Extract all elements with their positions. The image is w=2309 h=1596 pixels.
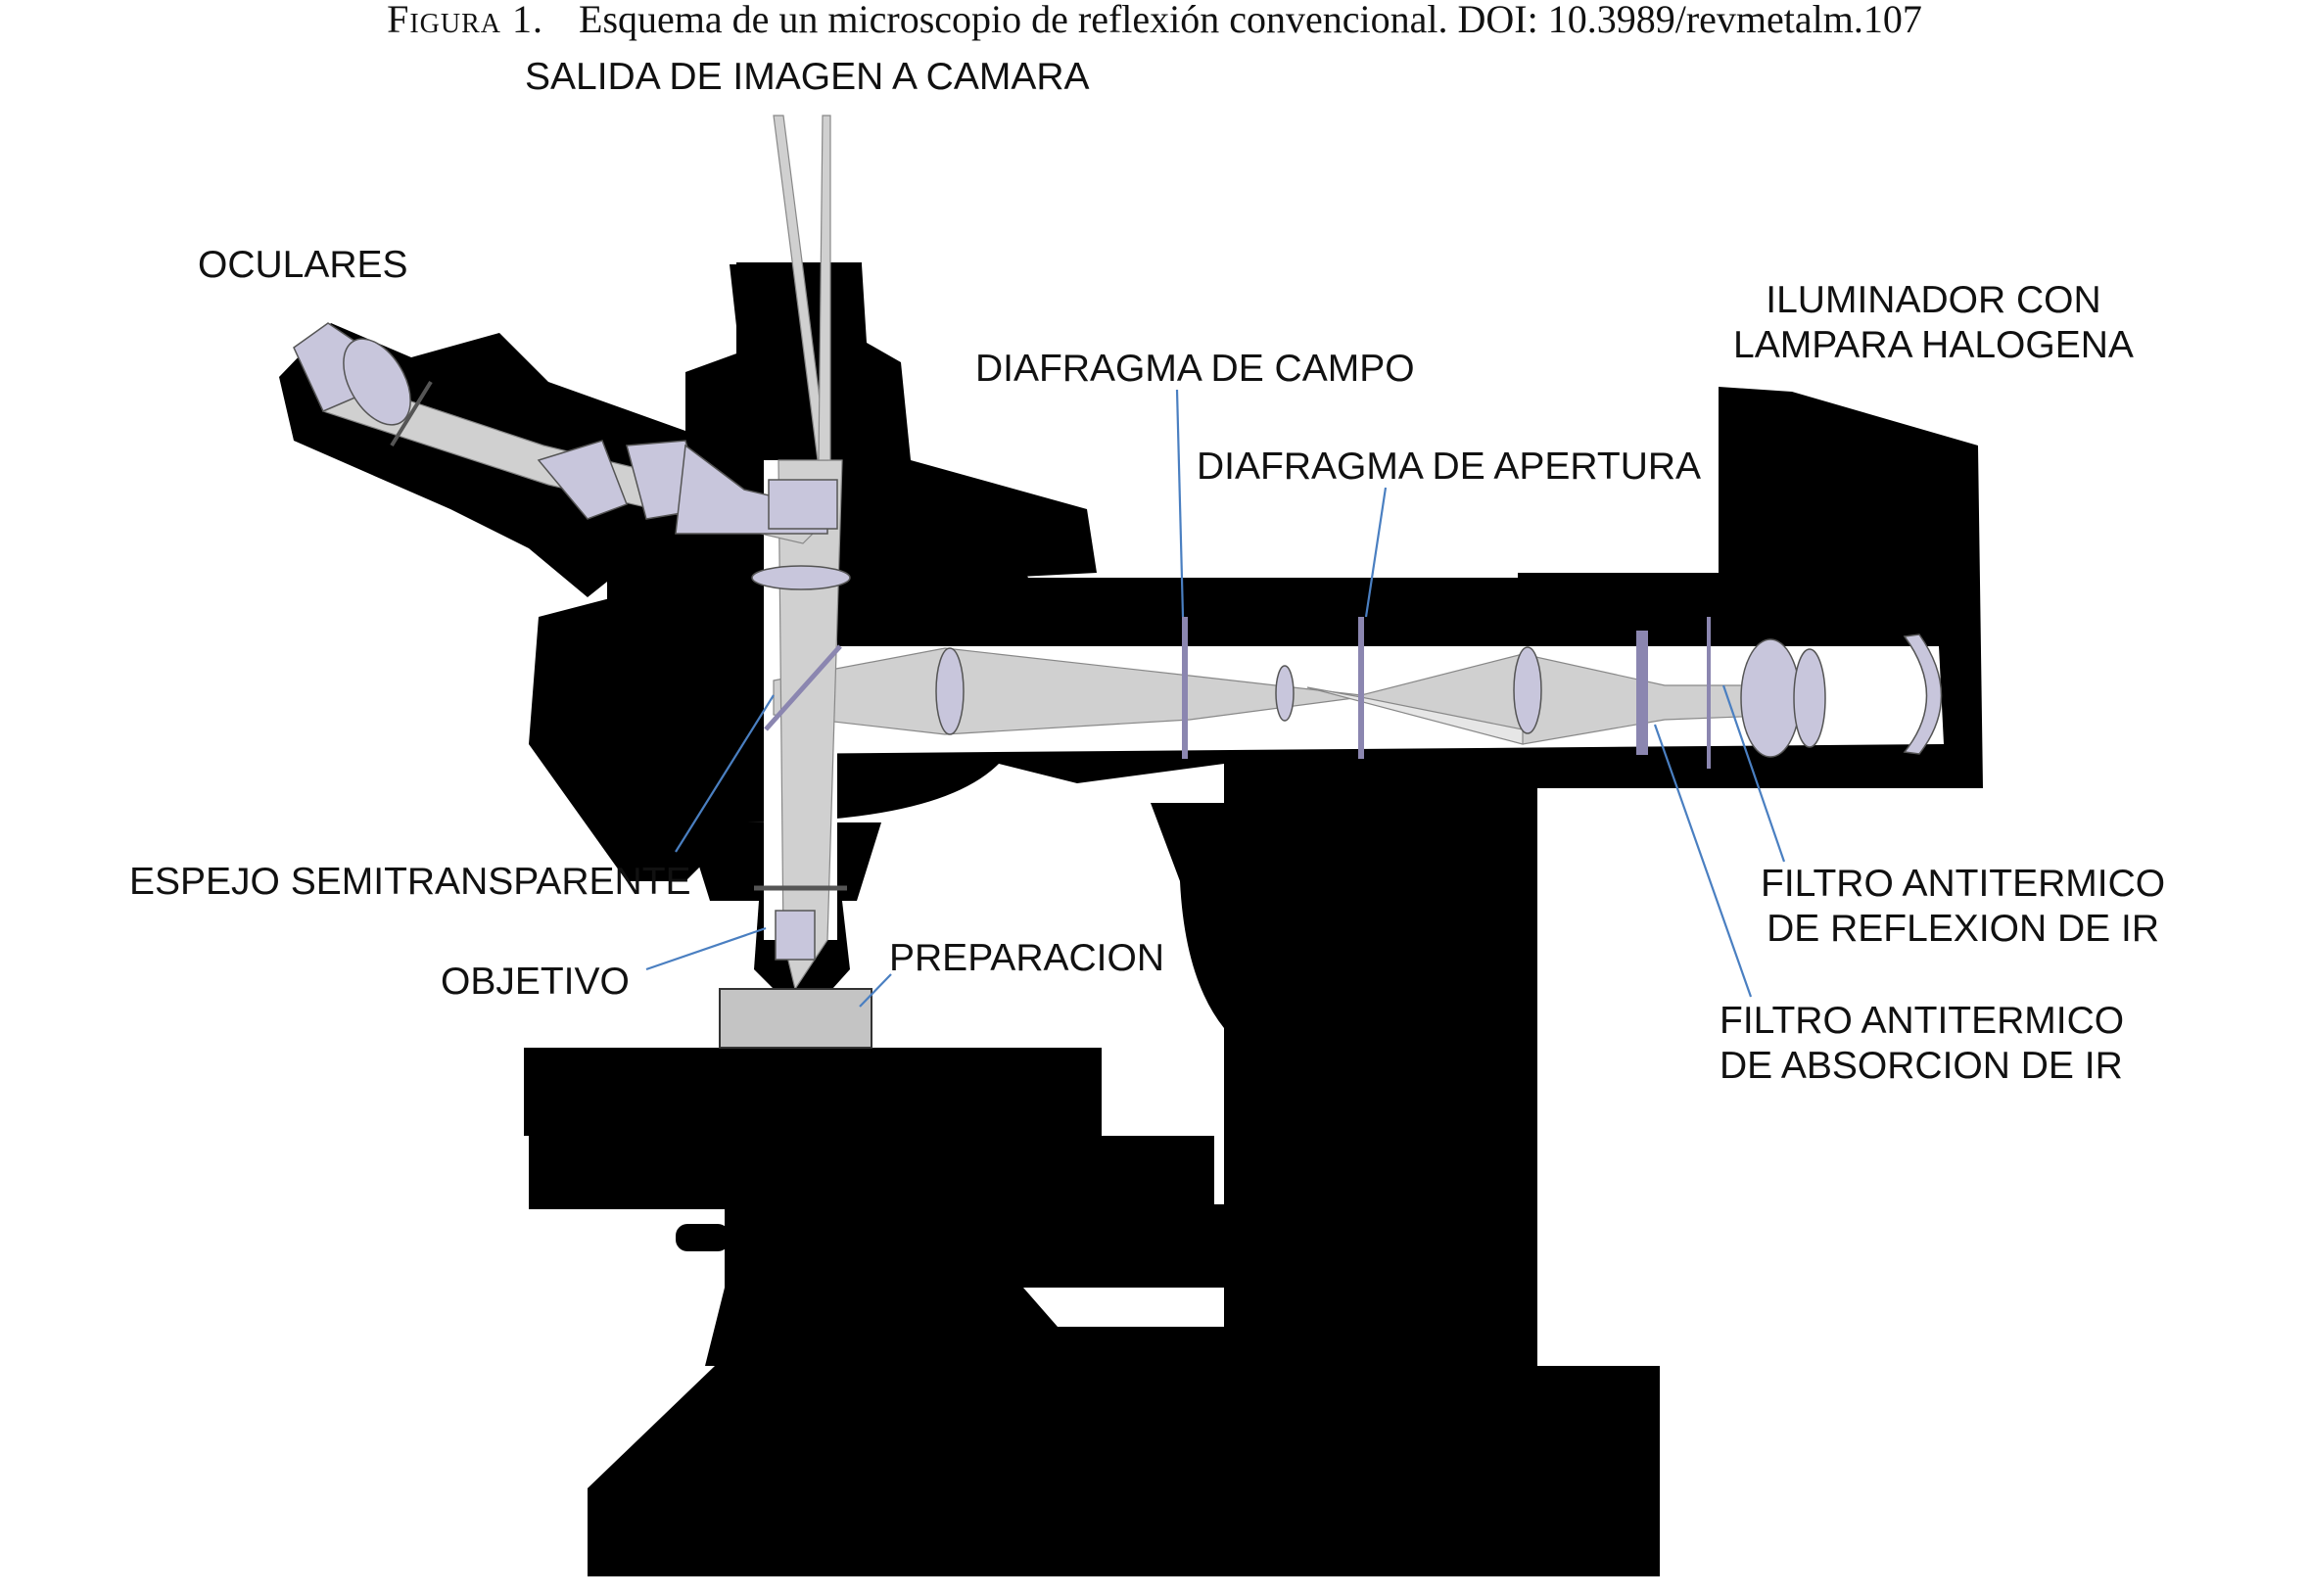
- leader-ir-absorption: [1653, 724, 1753, 998]
- microscope-base: [588, 1366, 1660, 1576]
- lamp-collector-lens-1: [1740, 638, 1801, 758]
- objective-lens: [775, 910, 816, 961]
- relay-lens: [1275, 665, 1295, 722]
- camera-beam-2: [818, 115, 831, 461]
- leader-ir-reflection: [1721, 684, 1786, 863]
- label-half-mirror: ESPEJO SEMITRANSPARENTE: [129, 861, 691, 903]
- lamp-reflector: [1903, 634, 1943, 755]
- leader-half-mirror: [675, 694, 775, 853]
- eyepiece-lens-3: [390, 380, 433, 447]
- stand-pillar: [1224, 759, 1537, 1385]
- figure-caption: Figura 1. Esquema de un microscopio de re…: [0, 0, 2309, 39]
- eyepiece-lens-2: [343, 338, 411, 426]
- leader-objective: [645, 926, 767, 971]
- halogen-lamp: [1854, 674, 1887, 722]
- stage-plate: [524, 1048, 1102, 1136]
- half-mirror: [764, 644, 842, 731]
- leader-lines: [645, 389, 1786, 1008]
- diaphragms-and-filters: [1182, 617, 1711, 769]
- stage-lower: [725, 1204, 1224, 1288]
- leader-field-diaphragm: [1175, 389, 1185, 618]
- label-eyepieces: OCULARES: [198, 244, 408, 286]
- label-objective: OBJETIVO: [441, 961, 630, 1003]
- ir-absorption-filter: [1636, 631, 1648, 755]
- tube-lens: [751, 565, 851, 590]
- label-ir-reflection-filter: FILTRO ANTITERMICO DE REFLEXION DE IR: [1761, 863, 2166, 950]
- specimen-block: [719, 988, 872, 1049]
- imaging-beam: [778, 459, 843, 991]
- coarse-knob: [676, 1224, 730, 1251]
- label-camera-output: SALIDA DE IMAGEN A CAMARA: [525, 56, 1090, 98]
- label-aperture-diaphragm: DIAFRAGMA DE APERTURA: [1197, 446, 1702, 488]
- leader-specimen: [859, 973, 892, 1008]
- binocular-prism-1: [537, 440, 628, 520]
- head-prism: [768, 479, 838, 530]
- label-ir-absorption-filter: FILTRO ANTITERMICO DE ABSORCION DE IR: [1720, 1000, 2125, 1087]
- lamp-collector-lens-2: [1793, 648, 1826, 748]
- optics: [293, 322, 1943, 961]
- stage-carrier: [529, 1136, 1214, 1209]
- label-field-diaphragm: DIAFRAGMA DE CAMPO: [975, 348, 1415, 390]
- figure-caption-text: Esquema de un microscopio de reflexión c…: [579, 0, 1922, 41]
- label-illuminator: ILUMINADOR CON LAMPARA HALOGENA: [1733, 279, 2134, 366]
- figure-label: Figura 1.: [387, 0, 544, 41]
- stand-shoulder: [1151, 803, 1224, 1028]
- condenser-lens: [1513, 646, 1542, 734]
- leader-aperture-diaphragm: [1364, 487, 1388, 618]
- label-specimen: PREPARACION: [889, 937, 1164, 979]
- collector-lens-1: [935, 647, 965, 735]
- focus-block: [705, 1288, 1224, 1366]
